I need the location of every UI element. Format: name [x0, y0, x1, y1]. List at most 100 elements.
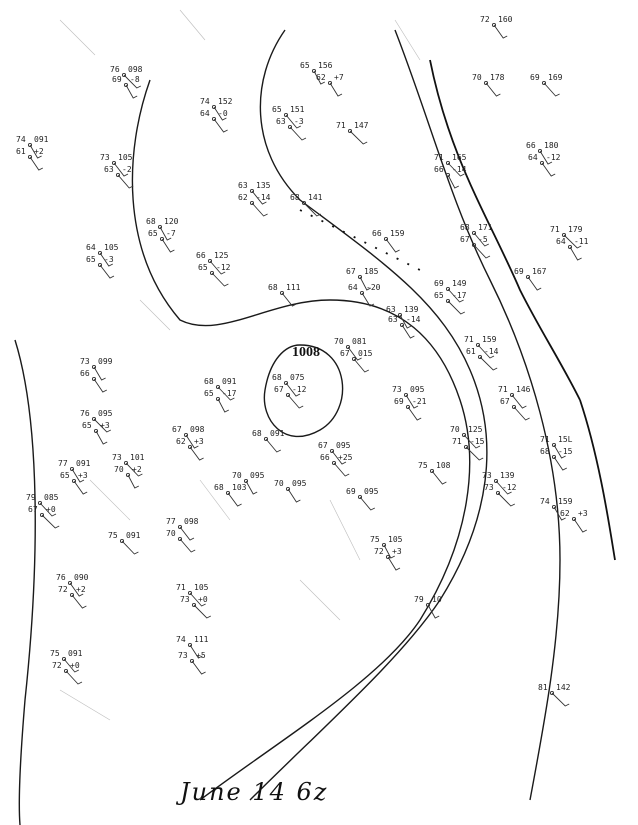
station-circle: [209, 270, 215, 276]
station-pressure: -12: [292, 385, 307, 394]
station-temp: 65: [300, 61, 310, 70]
station-circle: [551, 454, 557, 460]
station-temp: 77: [166, 517, 176, 526]
station-temp: 64: [200, 109, 210, 118]
station-pressure: +7: [334, 73, 344, 82]
station-temp: 67: [172, 425, 182, 434]
station-temp: 72: [480, 15, 490, 24]
station-pressure: +2: [76, 585, 86, 594]
station-circle: [445, 172, 451, 178]
wind-barb: [95, 430, 108, 445]
station-temp: 72: [52, 661, 62, 670]
station-pressure: 091: [76, 459, 91, 468]
station-temp: 68: [272, 373, 282, 382]
station-pressure: 152: [218, 97, 233, 106]
wind-barb: [553, 506, 566, 521]
wind-barb: [497, 492, 516, 507]
station-temp: 64: [348, 283, 358, 292]
wind-barb: [179, 538, 196, 553]
wind-barb: [99, 264, 115, 279]
station-temp: 69: [434, 279, 444, 288]
front-pips: [299, 209, 421, 271]
station-circle: [115, 172, 121, 178]
station-circle: [91, 364, 97, 370]
station-circle: [329, 448, 335, 454]
station-circle: [67, 580, 73, 586]
station-pressure: 111: [286, 283, 301, 292]
station-pressure: 139: [500, 471, 515, 480]
station-temp: 70: [450, 425, 460, 434]
station-pressure: 095: [336, 441, 351, 450]
station-temp: 67: [346, 267, 356, 276]
station-plot: 67+0: [28, 505, 60, 529]
station-temp: 73: [180, 595, 190, 604]
station-circle: [525, 274, 531, 280]
wind-barb: [121, 540, 139, 555]
station-circle: [561, 232, 567, 238]
station-circle: [119, 538, 125, 544]
wind-barb: [125, 462, 143, 477]
station-circle: [123, 82, 129, 88]
station-circle: [357, 494, 363, 500]
station-circle: [491, 22, 497, 28]
station-plot: 62+3: [176, 437, 204, 461]
station-circle: [285, 392, 291, 398]
wind-barb: [513, 406, 530, 421]
station-circle: [383, 236, 389, 242]
wind-barb: [285, 382, 301, 397]
station-circle: [327, 80, 333, 86]
station-temp: 66: [320, 453, 330, 462]
station-temp: 66: [372, 229, 382, 238]
station-circle: [225, 490, 231, 496]
station-temp: 63: [388, 315, 398, 324]
station-temp: 62: [176, 437, 186, 446]
station-temp: 67: [460, 235, 470, 244]
station-pressure: 095: [410, 385, 425, 394]
station-pressure: 147: [354, 121, 369, 130]
station-plot: 69-8: [112, 75, 140, 99]
station-temp: 73: [484, 483, 494, 492]
station-temp: 66: [80, 369, 90, 378]
station-temp: 67: [274, 385, 284, 394]
station-pressure: -2: [122, 165, 132, 174]
wind-barb: [185, 434, 199, 449]
station-circle: [215, 396, 221, 402]
station-temp: 73: [100, 153, 110, 162]
station-circle: [187, 444, 193, 450]
station-temp: 61: [16, 147, 26, 156]
station-pressure: 098: [190, 425, 205, 434]
station-circle: [283, 112, 289, 118]
station-temp: 67: [500, 397, 510, 406]
station-temp: 64: [86, 243, 96, 252]
station-circle: [249, 188, 255, 194]
station-circle: [359, 290, 365, 296]
wind-barb: [73, 480, 88, 495]
wind-barb: [113, 162, 129, 177]
station-temp: 75: [418, 461, 428, 470]
wind-barb: [407, 406, 422, 421]
station-plot: 73+5: [178, 651, 206, 675]
station-circle: [345, 344, 351, 350]
station-pressure: 081: [352, 337, 367, 346]
station-pressure: +3: [578, 509, 588, 518]
wind-barb: [551, 692, 570, 707]
station-pressure: 103: [232, 483, 247, 492]
wind-barb: [251, 190, 267, 205]
station-pressure: 15L: [558, 435, 573, 444]
wind-barb: [289, 126, 307, 141]
station-circle: [207, 258, 213, 264]
station-temp: 68: [214, 483, 224, 492]
station-circle: [191, 602, 197, 608]
station-pressure: 179: [568, 225, 583, 234]
wind-barb: [93, 418, 112, 433]
station-pressure: 095: [292, 479, 307, 488]
wind-barb: [361, 292, 375, 307]
